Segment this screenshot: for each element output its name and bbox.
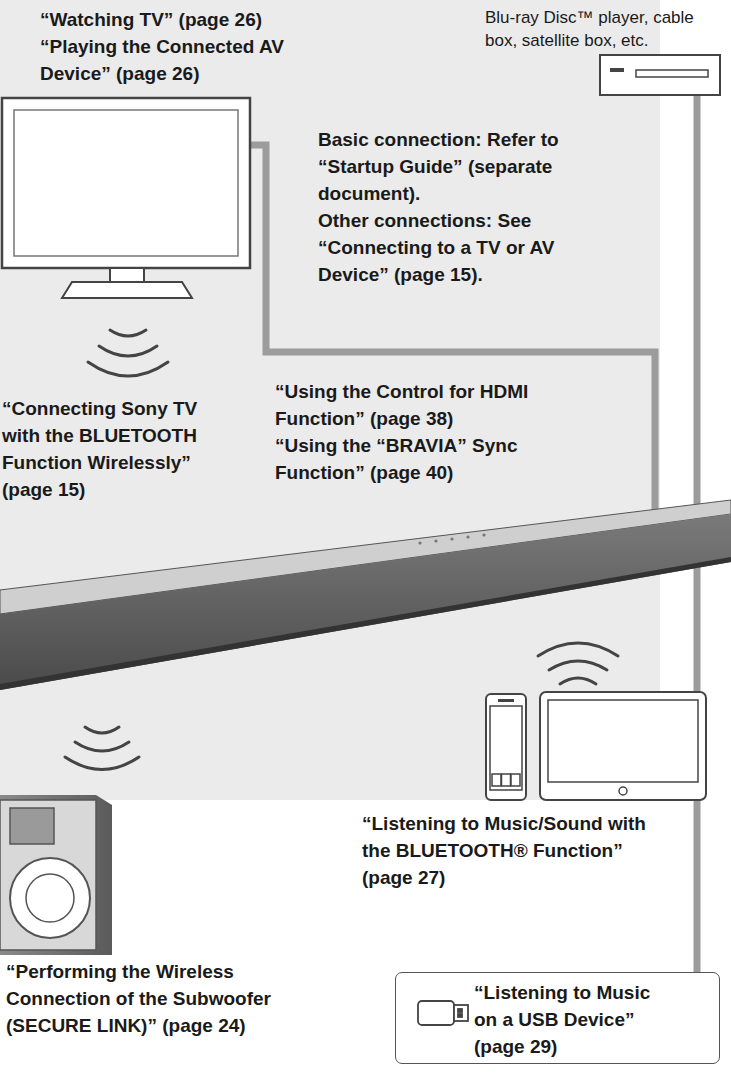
usb-stick (418, 1001, 468, 1025)
woofer-cap (26, 874, 74, 922)
callout-text: “Watching TV” (page 26) (40, 6, 320, 33)
wireless-waves (65, 727, 139, 770)
subwoofer-port (10, 808, 54, 844)
subwoofer-illustration (0, 795, 112, 955)
callout-text: Other connections: See “Connecting to a … (318, 207, 608, 288)
callout-text: “Using the Control for HDMI Function” (p… (275, 378, 575, 432)
callout-text: “Listening to Music/Sound with the BLUET… (362, 810, 662, 891)
tablet-button (619, 787, 627, 795)
phone-screen (490, 706, 522, 790)
usb-box: “Listening to Music on a USB Device” (pa… (395, 972, 720, 1064)
callout-text: Blu-ray Disc™ player, cable box, satelli… (485, 6, 723, 52)
button-dot (450, 537, 453, 540)
tv-frame (2, 98, 250, 268)
player-button (610, 68, 624, 72)
wave (99, 346, 157, 356)
usb-plug (454, 1005, 468, 1021)
subwoofer-front (0, 800, 96, 950)
button-dot (418, 541, 421, 544)
wave (538, 643, 618, 656)
callout-text: “Using the “BRAVIA” Sync Function” (page… (275, 432, 575, 486)
wave (88, 362, 168, 376)
button-dot (466, 535, 469, 538)
usb-pin (458, 1014, 462, 1017)
background-panel (0, 0, 660, 800)
smartphone (486, 694, 526, 800)
tablet (540, 692, 706, 800)
callout-text: “Connecting Sony TV with the BLUETOOTH F… (2, 395, 207, 503)
wave (65, 757, 139, 770)
player-body (600, 55, 720, 95)
callout-text: “Performing the Wireless Connection of t… (6, 958, 296, 1039)
phone-icon (492, 774, 501, 786)
wave (549, 661, 607, 670)
subwoofer-cabinet (0, 795, 112, 955)
usb-body (418, 1001, 454, 1025)
box-text: “Listening to Music on a USB Device” (pa… (474, 979, 674, 1060)
soundbar-illustration (0, 500, 731, 690)
wireless-waves (88, 330, 168, 376)
wave (110, 330, 146, 336)
phone-icon (511, 774, 520, 786)
phone-icon (502, 774, 511, 786)
soundbar-edge (0, 557, 731, 690)
tablet-screen (548, 700, 698, 782)
phone-speaker (498, 699, 514, 702)
wave (85, 727, 119, 733)
button-dot (434, 539, 437, 542)
button-dot (482, 533, 485, 536)
tv-neck (110, 268, 144, 282)
woofer-cone (10, 858, 90, 938)
soundbar-front (0, 514, 731, 690)
phone-body (486, 694, 526, 800)
tv-illustration (2, 98, 250, 298)
soundbar-buttons (418, 533, 485, 544)
tv-screen (14, 110, 238, 256)
wireless-waves (538, 643, 618, 684)
bluray-player (600, 55, 720, 95)
hdmi-cable (250, 145, 655, 514)
usb-pin (458, 1009, 462, 1012)
wave (560, 678, 596, 684)
tablet-body (540, 692, 706, 800)
callout-text: Basic connection: Refer to “Startup Guid… (318, 126, 608, 207)
disc-slot (636, 70, 708, 77)
callout-text: “Playing the Connected AV Device” (page … (40, 33, 320, 87)
tv-base (62, 282, 192, 298)
wave (75, 742, 129, 751)
